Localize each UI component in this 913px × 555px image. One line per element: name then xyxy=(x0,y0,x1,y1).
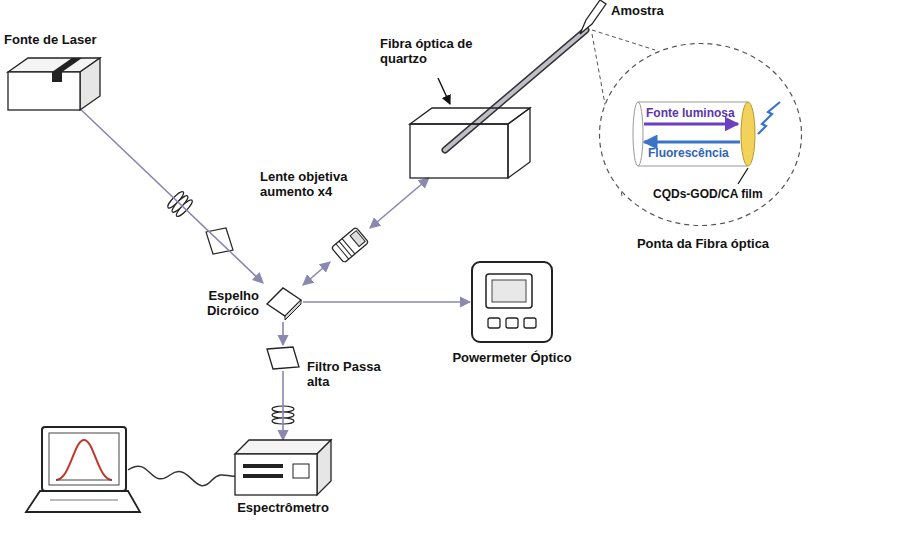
illustration-part xyxy=(267,288,301,316)
illustration-part xyxy=(331,227,368,263)
illustration-part xyxy=(486,274,532,308)
illustration-part xyxy=(293,464,309,478)
objective-lens-icon xyxy=(330,225,370,265)
illustration-part xyxy=(633,102,643,166)
illustration-part xyxy=(592,30,655,50)
illustration-part xyxy=(285,300,301,320)
illustration-part xyxy=(600,44,802,226)
light-beam xyxy=(370,178,429,228)
dichroic-mirror-icon xyxy=(263,282,303,322)
part-label: Amostra xyxy=(611,3,664,18)
illustration-part xyxy=(267,347,299,369)
leader-arrow xyxy=(438,78,450,104)
illustration-part xyxy=(350,231,365,247)
fiber-holder-box-icon xyxy=(410,108,530,178)
illustration-part xyxy=(56,440,112,480)
illustration-part xyxy=(243,474,283,478)
device-label: Espectrômetro xyxy=(225,500,341,515)
quartz-fiber xyxy=(445,0,606,150)
illustration-part xyxy=(336,244,349,259)
device-label: Fluorescência xyxy=(648,146,748,161)
illustration-part xyxy=(580,0,606,34)
illustration-part xyxy=(80,58,100,110)
device-label: Powermeter Óptico xyxy=(450,350,574,365)
optical-powermeter: Powermeter Óptico xyxy=(470,260,554,344)
illustration-part xyxy=(235,440,241,466)
illustration-part xyxy=(52,58,82,72)
illustration-part xyxy=(741,102,755,166)
illustration-part xyxy=(508,108,530,178)
illustration-part xyxy=(49,433,119,485)
illustration-part xyxy=(758,102,780,134)
illustration-part xyxy=(52,72,62,82)
device-label: Espelho Dicróico xyxy=(191,288,259,318)
laser-source-icon xyxy=(8,58,100,110)
illustration-part xyxy=(339,241,352,256)
data-cable xyxy=(128,466,236,486)
device-label: Filtro Passa alta xyxy=(307,359,389,389)
light-beam xyxy=(303,301,470,303)
device-label: CQDs-GOD/CA film xyxy=(653,187,783,202)
illustration-part xyxy=(42,427,126,491)
illustration-part xyxy=(638,166,748,167)
light-beam xyxy=(282,322,284,345)
highpass-filter: Filtro Passa alta xyxy=(263,345,303,371)
illustration-part xyxy=(524,318,536,328)
illustration-part xyxy=(50,500,118,501)
fiber-tip-inset: Fonte luminosaFluorescênciaCQDs-GOD/CA f… xyxy=(598,42,803,227)
illustration-part xyxy=(8,72,80,110)
illustration-part xyxy=(492,280,526,302)
highpass-filter-icon xyxy=(263,345,303,371)
device-label: Lente objetiva aumento x4 xyxy=(260,169,378,199)
illustration-part xyxy=(644,123,738,126)
laptop xyxy=(26,427,140,512)
spectrometer: Espectrômetro xyxy=(235,440,331,495)
illustration-part xyxy=(331,227,368,263)
spectrometer-icon xyxy=(235,440,331,495)
device-label: Fonte luminosa xyxy=(646,106,756,121)
light-beam xyxy=(282,371,284,440)
fiber-holder-box: Fibra óptica de quartzo xyxy=(410,108,530,178)
illustration-part xyxy=(235,454,317,495)
illustration-part xyxy=(235,440,331,454)
illustration-part xyxy=(342,239,355,254)
light-beam xyxy=(303,262,330,285)
device-label: Fonte de Laser xyxy=(4,32,124,47)
illustration-part xyxy=(243,464,283,468)
dichroic-mirror: Espelho Dicróico xyxy=(263,282,303,322)
illustration-part xyxy=(738,168,748,184)
illustration-part xyxy=(472,262,552,342)
illustration-part xyxy=(26,491,140,512)
illustration-part xyxy=(506,318,518,328)
optical-powermeter-icon xyxy=(470,260,554,344)
device-label: Fibra óptica de quartzo xyxy=(380,36,492,66)
illustration-part xyxy=(410,124,508,178)
light-beam xyxy=(81,110,263,283)
illustration-part xyxy=(488,318,500,328)
illustration-part xyxy=(317,440,331,495)
illustration-part xyxy=(56,480,112,481)
device-label: Ponta da Fibra óptica xyxy=(623,236,783,251)
illustration-part xyxy=(638,102,748,103)
objective-lens: Lente objetiva aumento x4 xyxy=(330,225,370,265)
laser-source: Fonte de Laser xyxy=(8,58,100,110)
illustration-part xyxy=(644,141,740,144)
